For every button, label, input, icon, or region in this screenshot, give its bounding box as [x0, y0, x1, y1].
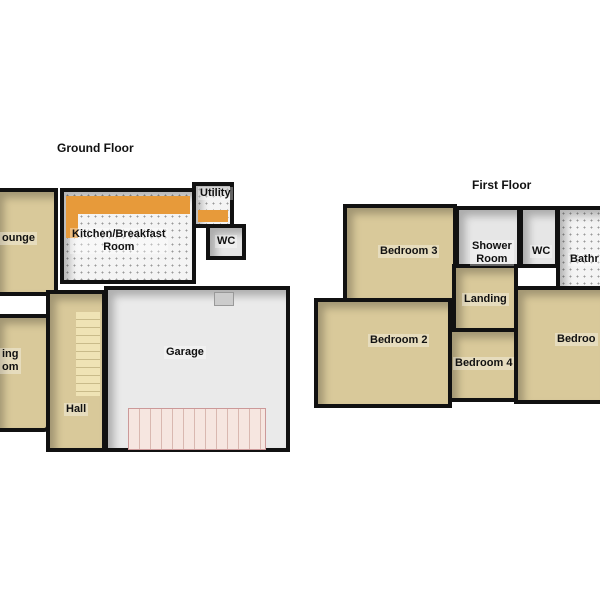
kitchen-label: Kitchen/Breakfast Room: [70, 228, 168, 254]
bathroom-room: [556, 206, 600, 290]
first-floor-title: First Floor: [472, 178, 532, 192]
bedroom-1-room: [514, 286, 600, 404]
landing-label: Landing: [462, 293, 509, 306]
bathroom-label: Bathr: [568, 253, 600, 266]
bedroom-2-room: [314, 298, 452, 408]
bedroom-1-label: Bedroo: [555, 333, 598, 346]
bedroom-3-label: Bedroom 3: [378, 245, 440, 258]
garage-window: [214, 292, 234, 306]
lounge-room: [0, 188, 58, 296]
ground-floor-title: Ground Floor: [57, 141, 134, 155]
garage-label: Garage: [164, 346, 206, 359]
kitchen-counter: [66, 196, 190, 214]
kitchen-counter-side: [66, 196, 78, 238]
ground-wc-label: WC: [215, 235, 238, 248]
ground-wc-room: [206, 224, 246, 260]
shower-label: Shower Room: [470, 240, 514, 266]
staircase: [76, 312, 100, 396]
first-wc-label: WC: [530, 245, 553, 258]
bedroom-2-label: Bedroom 2: [368, 334, 430, 347]
utility-counter: [198, 210, 228, 222]
lounge-label: ounge: [0, 232, 37, 245]
dining-room: [0, 314, 50, 432]
utility-label: Utility: [198, 187, 233, 200]
garage-door: [128, 408, 266, 450]
dining-label: ing om: [0, 348, 21, 374]
hall-label: Hall: [64, 403, 89, 416]
first-wc-room: [519, 206, 559, 268]
bedroom-4-label: Bedroom 4: [453, 357, 515, 370]
